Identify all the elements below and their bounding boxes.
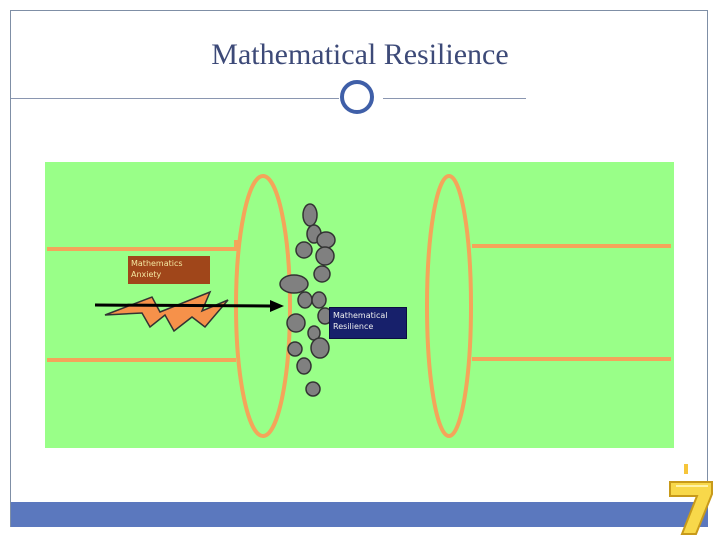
pebble-barrier bbox=[279, 203, 336, 397]
title-rule-right bbox=[383, 98, 526, 99]
lightning-bolt-icon bbox=[104, 290, 229, 333]
pebble-icon bbox=[296, 357, 312, 375]
label-mathematics-anxiety: Mathematics Anxiety bbox=[128, 256, 210, 284]
pebble-icon bbox=[286, 313, 306, 333]
label-mathematical-resilience: Mathematical Resilience bbox=[329, 307, 407, 339]
pebble-icon bbox=[279, 274, 309, 294]
pebble-icon bbox=[287, 341, 303, 357]
slide-title: Mathematical Resilience bbox=[211, 38, 509, 71]
pebble-icon bbox=[310, 337, 330, 359]
pipe-wall-top-left bbox=[47, 240, 238, 251]
arrow-head bbox=[270, 300, 284, 312]
title-rule-left bbox=[11, 98, 339, 99]
pebble-icon bbox=[313, 265, 331, 283]
pebble-icon bbox=[311, 291, 327, 309]
pebble-icon bbox=[295, 241, 313, 259]
arrow-line bbox=[94, 303, 271, 308]
circle-ornament-icon bbox=[340, 80, 374, 114]
pebble-icon bbox=[305, 381, 321, 397]
pebble-icon bbox=[297, 291, 313, 309]
footer-bar bbox=[11, 502, 708, 527]
number-seven-icon bbox=[669, 464, 713, 535]
pebble-icon bbox=[302, 203, 318, 227]
pebble-icon bbox=[316, 231, 336, 249]
pipe-ring-right bbox=[425, 174, 473, 438]
pebble-icon bbox=[315, 246, 335, 266]
